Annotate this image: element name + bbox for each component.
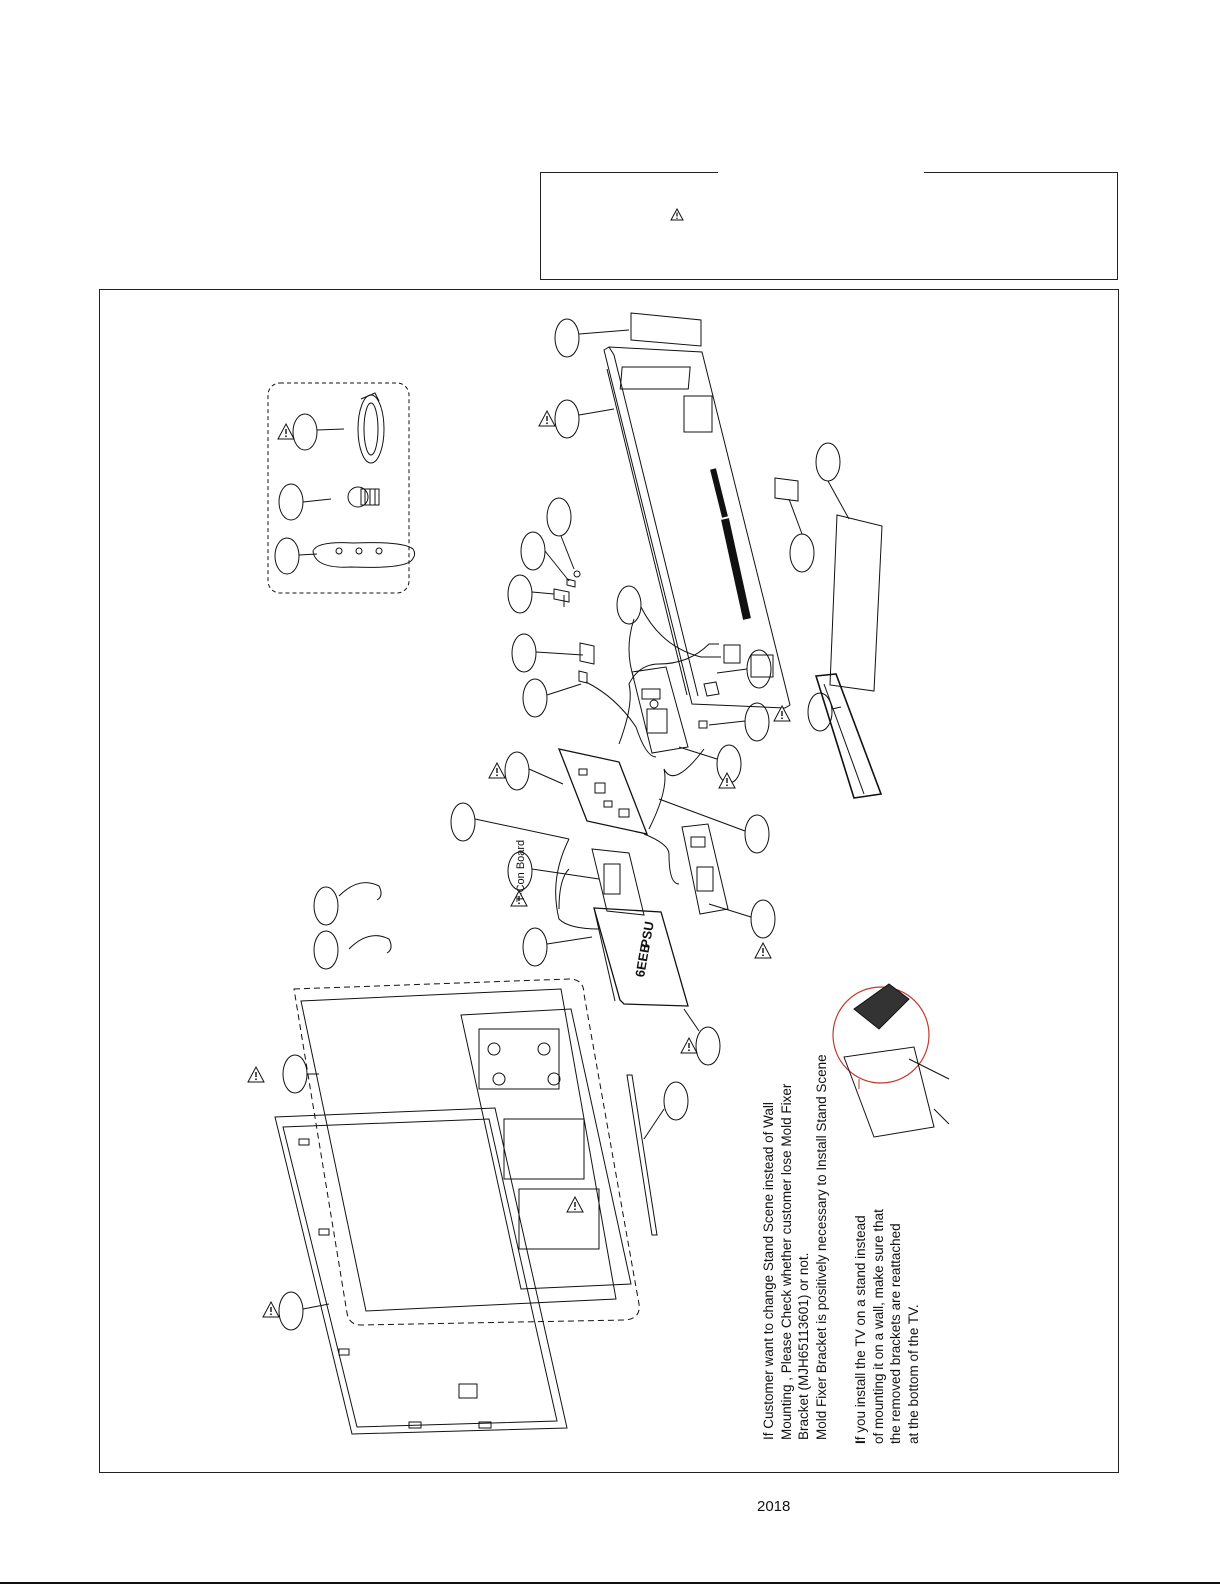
callout-circle — [744, 702, 770, 742]
callout-circle — [450, 802, 476, 842]
callout-circle — [292, 413, 318, 451]
power-cord-part — [357, 392, 385, 464]
main-board — [557, 748, 649, 835]
cable-1 — [338, 882, 382, 901]
cable-2 — [348, 935, 392, 954]
rear-film — [829, 514, 883, 692]
screw-part — [347, 486, 380, 508]
psu-label-2: PSU — [637, 920, 656, 949]
callout-circle — [278, 483, 304, 521]
small-cover-plate — [774, 477, 799, 502]
callout-circle — [744, 814, 770, 854]
terminal-cover — [630, 312, 702, 347]
callout-circle — [507, 574, 533, 614]
panel-dashed-outline — [293, 978, 640, 1326]
back-cover — [603, 346, 791, 709]
power-supply-board — [593, 907, 689, 1007]
stand-base — [814, 673, 883, 799]
bracket-detail-inset — [832, 983, 950, 1138]
warning-triangle-icon — [670, 208, 684, 221]
chassis-frame — [460, 1008, 632, 1290]
display-panel — [300, 988, 617, 1312]
t-con-board-label: T-Con Board — [515, 839, 527, 903]
remote-control-part — [312, 542, 416, 568]
psu-label: 6EEB — [632, 942, 653, 978]
accessories-group — [267, 382, 410, 594]
front-cabinet — [274, 1107, 568, 1435]
callout-circle — [278, 1291, 304, 1331]
callout-circle — [750, 899, 776, 939]
callout-circle — [313, 930, 339, 970]
callout-circle — [546, 497, 572, 537]
notice-title-gap — [718, 166, 924, 178]
callout-circle — [807, 692, 833, 732]
callout-circle — [554, 399, 580, 439]
callout-circle — [282, 1054, 308, 1094]
callout-circle — [789, 533, 815, 573]
page-year: 2018 — [757, 1498, 791, 1515]
install-note: If you install the TV on a stand instead… — [852, 1164, 922, 1444]
bottom-rule — [0, 1582, 1220, 1584]
callout-circle — [507, 851, 533, 891]
mold-fixer-bracket — [626, 1074, 658, 1236]
t-con-board — [591, 848, 645, 916]
callout-circle — [815, 442, 841, 482]
stand-scene-note: If Customer want to change Stand Scene i… — [761, 1054, 829, 1440]
callout-circle — [511, 633, 537, 673]
callout-circle — [504, 751, 530, 791]
callout-circle — [663, 1081, 689, 1121]
callout-circle — [522, 678, 548, 718]
callout-circle — [274, 537, 300, 575]
speaker-unit-upper — [631, 666, 689, 754]
install-note-text: f you install the TV on a stand instead … — [853, 1209, 921, 1444]
notice-box — [540, 172, 1118, 280]
exploded-view-diagram: 6EEB PSU — [247, 312, 950, 1435]
callout-circle — [554, 318, 580, 358]
callout-circle — [522, 927, 548, 967]
install-note-initial: I — [853, 1440, 868, 1444]
exploded-view-frame — [99, 289, 1119, 1473]
callout-circle — [695, 1026, 721, 1066]
callout-circle — [313, 886, 339, 926]
callout-circle — [520, 531, 546, 571]
speaker-unit-lower — [681, 823, 729, 915]
callout-circle — [616, 585, 642, 625]
